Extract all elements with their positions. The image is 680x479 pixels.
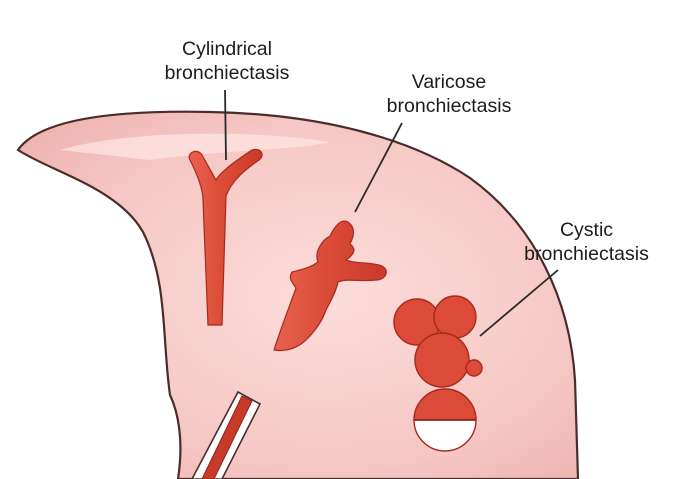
cylindrical-label-line2: bronchiectasis [164,62,290,84]
cylindrical-airway [188,148,263,326]
bronchus-tube-icon [191,390,262,479]
cystic-label-line2: bronchiectasis [524,243,649,265]
callout-line-varicose [354,122,403,213]
cylindrical-label-line1: Cylindrical [182,38,272,60]
cystic-label-line1: Cystic [559,219,614,241]
varicose-airway [273,220,387,352]
lung-highlight [60,133,330,160]
callout-line-cylindrical [224,89,227,161]
callout-line-cystic [479,269,559,337]
varicose-label-line1: Varicose [411,71,487,93]
cylindrical-label: Cylindrical bronchiectasis [138,37,316,85]
cyst-fluid-level [413,388,477,421]
cystic-airway [393,295,483,452]
varicose-label: Varicose bronchiectasis [360,70,538,118]
cystic-label: Cystic bronchiectasis [493,218,680,266]
varicose-label-line2: bronchiectasis [386,95,512,117]
callout-lines [224,89,559,337]
